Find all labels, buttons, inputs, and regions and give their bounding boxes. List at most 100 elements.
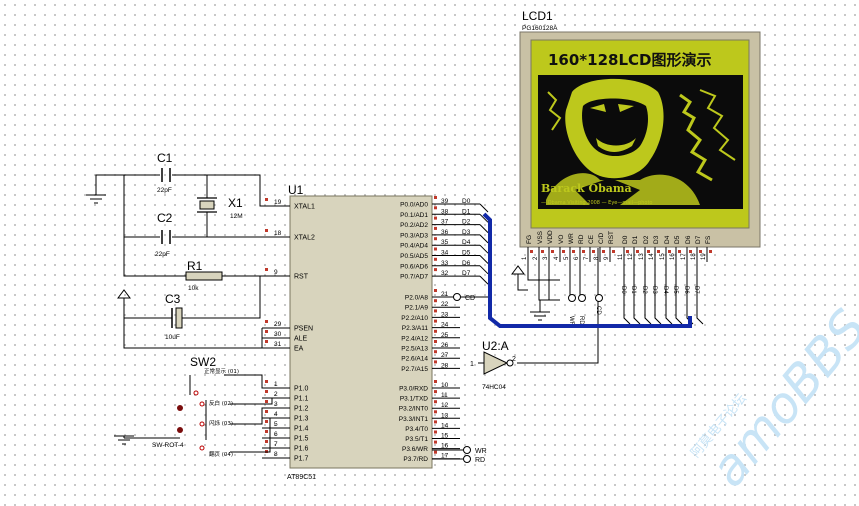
c1[interactable]: C1 22pF: [157, 151, 173, 194]
mcu-pin-num: 24: [441, 322, 449, 329]
lcd-pin-num: 13: [639, 253, 645, 260]
x1-crystal[interactable]: X1 12M: [197, 196, 243, 220]
mcu-pin-num: 25: [441, 332, 449, 339]
c2[interactable]: C2 22pF: [155, 211, 173, 258]
lcd-net-d5: D5: [672, 286, 678, 294]
net-label-d6: D6: [462, 260, 471, 267]
lcd-pin-num: 9: [604, 256, 610, 260]
mcu-u1[interactable]: U1 AT89C51 19XTAL118XTAL29RST29PSEN30ALE…: [262, 183, 489, 481]
lcd-pin-num: 4: [554, 256, 560, 260]
net-cd-mcu: CD: [465, 295, 475, 302]
lcd-pin-label: C/D: [598, 233, 605, 245]
lcd-net-d3: D3: [651, 286, 657, 294]
c3-ref: C3: [165, 292, 181, 306]
lcd-caption: Barack Obama: [541, 182, 632, 195]
mcu-pin-label: P3.7/RD: [403, 456, 428, 463]
lcd-pin-label: VSS: [537, 230, 544, 244]
sw2-knob-2: [177, 427, 183, 433]
mcu-pin-label: P2.2/A10: [401, 315, 428, 322]
mcu-pin-label: P2.7/A15: [401, 366, 428, 373]
mcu-pin-label: P0.7/AD7: [400, 274, 428, 281]
net-label-d4: D4: [462, 239, 471, 246]
mcu-pin-num: 5: [274, 421, 278, 428]
r1[interactable]: R1 10k: [185, 259, 223, 292]
net-label-d3: D3: [462, 229, 471, 236]
mcu-pin-num: 37: [441, 219, 449, 226]
mcu-pin-label: P3.3/INT1: [399, 416, 429, 423]
mcu-pin-num: 27: [441, 352, 449, 359]
mcu-pin-num: 10: [441, 382, 449, 389]
x1-value: 12M: [230, 213, 243, 220]
c2-ref: C2: [157, 211, 173, 225]
lcd-pin-num: 6: [574, 256, 580, 260]
mcu-pin-label: P2.6/A14: [401, 356, 428, 363]
mcu-pin-num: 33: [441, 260, 449, 267]
mcu-pin-num: 7: [274, 441, 278, 448]
lcd-pin-num: 17: [681, 253, 687, 260]
c2-value: 22pF: [155, 251, 170, 258]
mcu-pin-num: 34: [441, 250, 449, 257]
lcd-pin-label: VDD: [547, 230, 554, 244]
mcu-pin-label: P3.2/INT0: [399, 406, 429, 413]
net-label-d1: D1: [462, 208, 471, 215]
lcd-screen-title: 160*128LCD图形演示: [548, 51, 711, 69]
mcu-pin-num: 9: [274, 269, 278, 276]
mcu-pin-num: 21: [441, 291, 449, 298]
c1-value: 22pF: [157, 187, 172, 194]
lcd-pin-label: D7: [695, 235, 702, 244]
sw2-pos-2: 反白 (02): [209, 399, 233, 407]
mcu-pin-label: XTAL2: [294, 235, 315, 242]
r1-value: 10k: [188, 285, 199, 292]
mcu-part: AT89C51: [287, 474, 316, 481]
mcu-pin-num: 14: [441, 422, 449, 429]
u2-inverter[interactable]: U2:A 1 2 74HC04: [470, 339, 516, 391]
mcu-pin-num: 1: [274, 381, 278, 388]
lcd-pin-label: D5: [674, 235, 681, 244]
mcu-pin-num: 8: [274, 451, 278, 458]
mcu-pin-p16: 7P1.6: [262, 440, 309, 453]
lcd-pin-label: D2: [643, 235, 650, 244]
c3[interactable]: C3 10uF: [160, 292, 194, 341]
lcd-module[interactable]: LCD1 PG160128A 160*128LCD图形演示 Barack Oba…: [519, 9, 761, 262]
mcu-pin-label: P2.1/A9: [405, 305, 429, 312]
mcu-pin-num: 26: [441, 342, 449, 349]
net-label-d7: D7: [462, 270, 471, 277]
sw2-rotary-switch[interactable]: SW2 SW-ROT-4 正常显示 (01) 反白 (02) 闪烁 (03) 翻…: [152, 355, 239, 458]
mcu-pin-num: 16: [441, 443, 449, 450]
lcd-net-d7: D7: [693, 286, 699, 294]
obama-photo: [538, 75, 743, 209]
mcu-pin-label: EA: [294, 346, 304, 353]
net-rd-lcd: RD: [578, 316, 584, 325]
mcu-pin-num: 22: [441, 301, 449, 308]
lcd-net-d0: D0: [620, 286, 626, 294]
mcu-pin-label: P3.5/T1: [405, 436, 428, 443]
lcd-pin-label: FS: [705, 235, 712, 244]
mcu-pin-label: P0.5/AD5: [400, 253, 428, 260]
mcu-pin-num: 3: [274, 401, 278, 408]
mcu-pin-label: P2.5/A13: [401, 346, 428, 353]
mcu-pin-label: P0.3/AD3: [400, 232, 428, 239]
lcd-pin-num: 16: [670, 253, 676, 260]
sw2-ref: SW2: [190, 355, 216, 369]
mcu-pin-label: P1.6: [294, 446, 309, 453]
watermark-brand: amoBBS: [699, 299, 859, 497]
mcu-pin-label: P0.0/AD0: [400, 202, 428, 209]
mcu-pin-num: 4: [274, 411, 278, 418]
net-label-d5: D5: [462, 250, 471, 257]
sw2-pos-1: 正常显示 (01): [204, 367, 239, 375]
mcu-pin-num: 18: [274, 230, 282, 237]
net-wr-mcu: WR: [475, 448, 487, 455]
mcu-pin-num: 39: [441, 198, 449, 205]
